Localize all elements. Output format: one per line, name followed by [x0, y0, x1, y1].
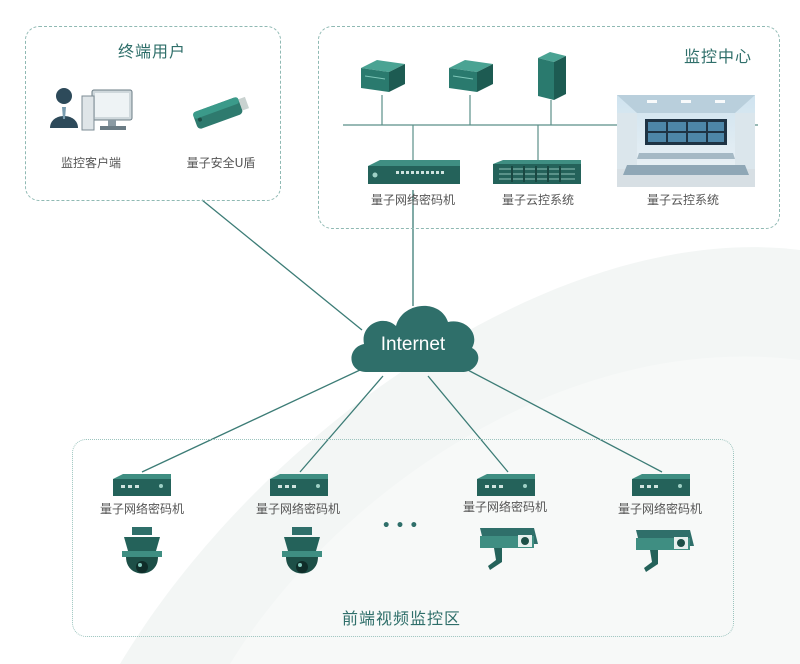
- front-encryptor-label-1: 量子网络密码机: [99, 502, 185, 516]
- network-encryptor-icon: [368, 160, 460, 184]
- front-encryptor-label-3: 量子网络密码机: [462, 500, 548, 514]
- cloud-icon: [351, 305, 479, 372]
- network-encryptor-icon: [270, 474, 328, 496]
- front-zone-title: 前端视频监控区: [342, 609, 462, 628]
- cloud-to-device-1-line: [141, 369, 361, 473]
- cloud-to-device-3-line: [427, 375, 509, 473]
- cloud-to-device-4-line: [463, 367, 663, 473]
- monitoring-center-title: 监控中心: [684, 47, 753, 66]
- bullet-camera-icon: [636, 530, 694, 572]
- control-room-label: 量子云控系统: [646, 193, 720, 207]
- dome-camera-icon: [122, 527, 162, 574]
- cloud-control-label: 量子云控系统: [501, 193, 575, 207]
- usb-key-icon: [193, 96, 250, 129]
- user-to-cloud-line: [201, 199, 363, 331]
- server-icon: [361, 60, 405, 92]
- bullet-camera-icon: [480, 528, 538, 570]
- tower-server-icon: [538, 52, 566, 100]
- user-zone: [25, 26, 281, 201]
- center-encryptor-label: 量子网络密码机: [370, 193, 456, 207]
- computer-user-icon: [50, 88, 133, 131]
- usb-key-label: 量子安全U盾: [186, 156, 256, 170]
- dome-camera-icon: [282, 527, 322, 574]
- server-icon: [449, 60, 493, 92]
- client-label: 监控客户端: [60, 156, 122, 170]
- rack-server-icon: [493, 160, 581, 184]
- front-encryptor-label-2: 量子网络密码机: [255, 502, 341, 516]
- front-encryptor-label-4: 量子网络密码机: [617, 502, 703, 516]
- control-room-photo: [617, 95, 755, 187]
- network-encryptor-icon: [477, 474, 535, 496]
- cloud-to-device-2-line: [299, 375, 384, 473]
- front-monitoring-zone: [72, 439, 734, 637]
- user-zone-title: 终端用户: [118, 42, 187, 61]
- network-encryptor-icon: [113, 474, 171, 496]
- monitoring-center-zone: [318, 26, 780, 229]
- internet-label: Internet: [380, 334, 446, 355]
- more-devices-ellipsis: • • •: [381, 518, 419, 534]
- network-encryptor-icon: [632, 474, 690, 496]
